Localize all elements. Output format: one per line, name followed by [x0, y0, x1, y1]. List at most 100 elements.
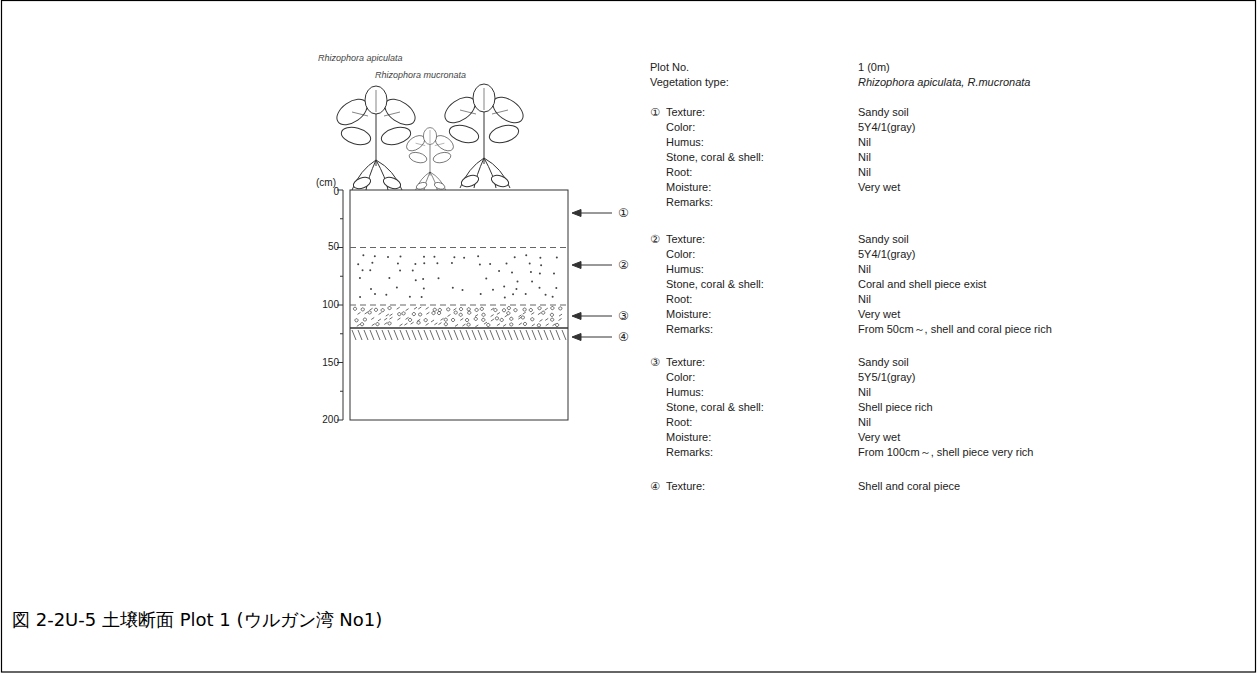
shell-coral-layer: [364, 330, 368, 340]
shell-coral-layer: [352, 330, 356, 340]
shell-piece: [389, 314, 392, 316]
shell-coral-layer: [532, 330, 536, 340]
shell-piece: [372, 324, 375, 326]
shell-piece: [432, 311, 435, 314]
profile-description: ①: [650, 106, 660, 119]
shell-piece: [467, 323, 470, 326]
shell-coral-layer: [400, 330, 404, 340]
shell-coral-layer: [526, 330, 530, 340]
shell-piece: [399, 324, 402, 326]
coral-fragment: [423, 256, 425, 258]
coral-fragment: [422, 278, 424, 280]
shell-piece: [491, 319, 494, 321]
coral-fragment: [539, 257, 541, 259]
shell-piece: [426, 323, 429, 325]
coral-fragment: [451, 262, 453, 264]
shell-piece: [460, 318, 463, 320]
shell-piece: [438, 308, 441, 311]
shell-piece: [487, 323, 490, 326]
shell-piece: [384, 318, 387, 320]
shell-coral-layer: [454, 330, 458, 340]
shell-piece: [550, 313, 553, 316]
shell-coral-layer: [436, 330, 440, 340]
coral-fragment: [503, 286, 505, 288]
coral-fragment: [388, 277, 390, 279]
profile-description: Color:: [666, 248, 695, 261]
shell-coral-layer: [484, 330, 488, 340]
shell-piece: [426, 307, 429, 309]
pointer-arrow: [578, 265, 612, 266]
shell-piece: [374, 308, 377, 311]
shell-piece: [368, 311, 371, 314]
shell-coral-layer: [466, 330, 470, 340]
profile-description: ②: [650, 233, 660, 246]
profile-description: 1 (0m): [858, 61, 890, 74]
profile-description: From 50cm～, shell and coral piece rich: [858, 323, 1052, 336]
shell-piece: [419, 313, 422, 316]
coral-fragment: [485, 277, 487, 279]
mangrove-plant: [332, 86, 419, 191]
shell-piece: [441, 318, 444, 320]
profile-description: Root:: [666, 166, 692, 179]
coral-fragment: [421, 296, 423, 298]
pointer-arrow: [578, 213, 612, 214]
shell-coral-layer: [544, 330, 548, 340]
coral-fragment: [540, 264, 542, 266]
coral-fragment: [359, 296, 361, 298]
figure-caption: 図 2-2U-5 土壌断面 Plot 1 (ウルガン湾 No1): [12, 609, 382, 631]
depth-label: 200: [322, 414, 339, 426]
coral-fragment: [556, 257, 558, 259]
shell-coral-layer: [556, 330, 560, 340]
profile-description: Texture:: [666, 356, 705, 369]
shell-piece: [431, 320, 434, 322]
shell-piece: [500, 318, 503, 321]
shell-piece: [363, 318, 366, 321]
shell-piece: [462, 324, 465, 326]
profile-description: Color:: [666, 371, 695, 384]
shell-piece: [384, 322, 387, 324]
profile-description: Nil: [858, 151, 871, 164]
shell-piece: [424, 319, 427, 322]
shell-piece: [376, 323, 379, 326]
depth-label: 150: [322, 357, 339, 369]
shell-piece: [531, 318, 534, 321]
shell-coral-layer: [448, 330, 452, 340]
shell-piece: [365, 312, 368, 314]
shell-piece: [447, 308, 450, 311]
coral-fragment: [530, 271, 532, 273]
coral-fragment: [553, 273, 555, 275]
shell-piece: [502, 309, 505, 312]
profile-description: Sandy soil: [858, 106, 909, 119]
coral-fragment: [453, 256, 455, 258]
shell-piece: [381, 309, 384, 312]
shell-piece: [434, 323, 437, 325]
mangrove-plant: [440, 84, 527, 189]
shell-piece: [397, 307, 400, 309]
coral-fragment: [514, 256, 516, 258]
shell-piece: [523, 308, 526, 311]
shell-piece: [556, 323, 559, 326]
coral-fragment: [369, 269, 371, 271]
coral-fragment: [438, 277, 440, 279]
coral-fragment: [357, 263, 359, 265]
profile-description: Nil: [858, 136, 871, 149]
shell-piece: [482, 313, 485, 316]
profile-description: Very wet: [858, 431, 900, 444]
shell-piece: [448, 314, 451, 316]
coral-fragment: [387, 256, 389, 258]
shell-coral-layer: [424, 330, 428, 340]
shell-piece: [371, 318, 374, 320]
profile-description: Moisture:: [666, 181, 711, 194]
coral-fragment: [529, 262, 531, 264]
layer-boundary: [350, 327, 568, 328]
profile-description: Shell and coral piece: [858, 480, 960, 493]
shell-piece: [459, 308, 462, 311]
shell-coral-layer: [496, 330, 500, 340]
shell-piece: [412, 312, 415, 315]
shell-piece: [357, 324, 360, 326]
coral-fragment: [371, 262, 373, 264]
shell-piece: [539, 319, 542, 321]
shell-piece: [559, 318, 562, 320]
shell-piece: [358, 312, 361, 314]
